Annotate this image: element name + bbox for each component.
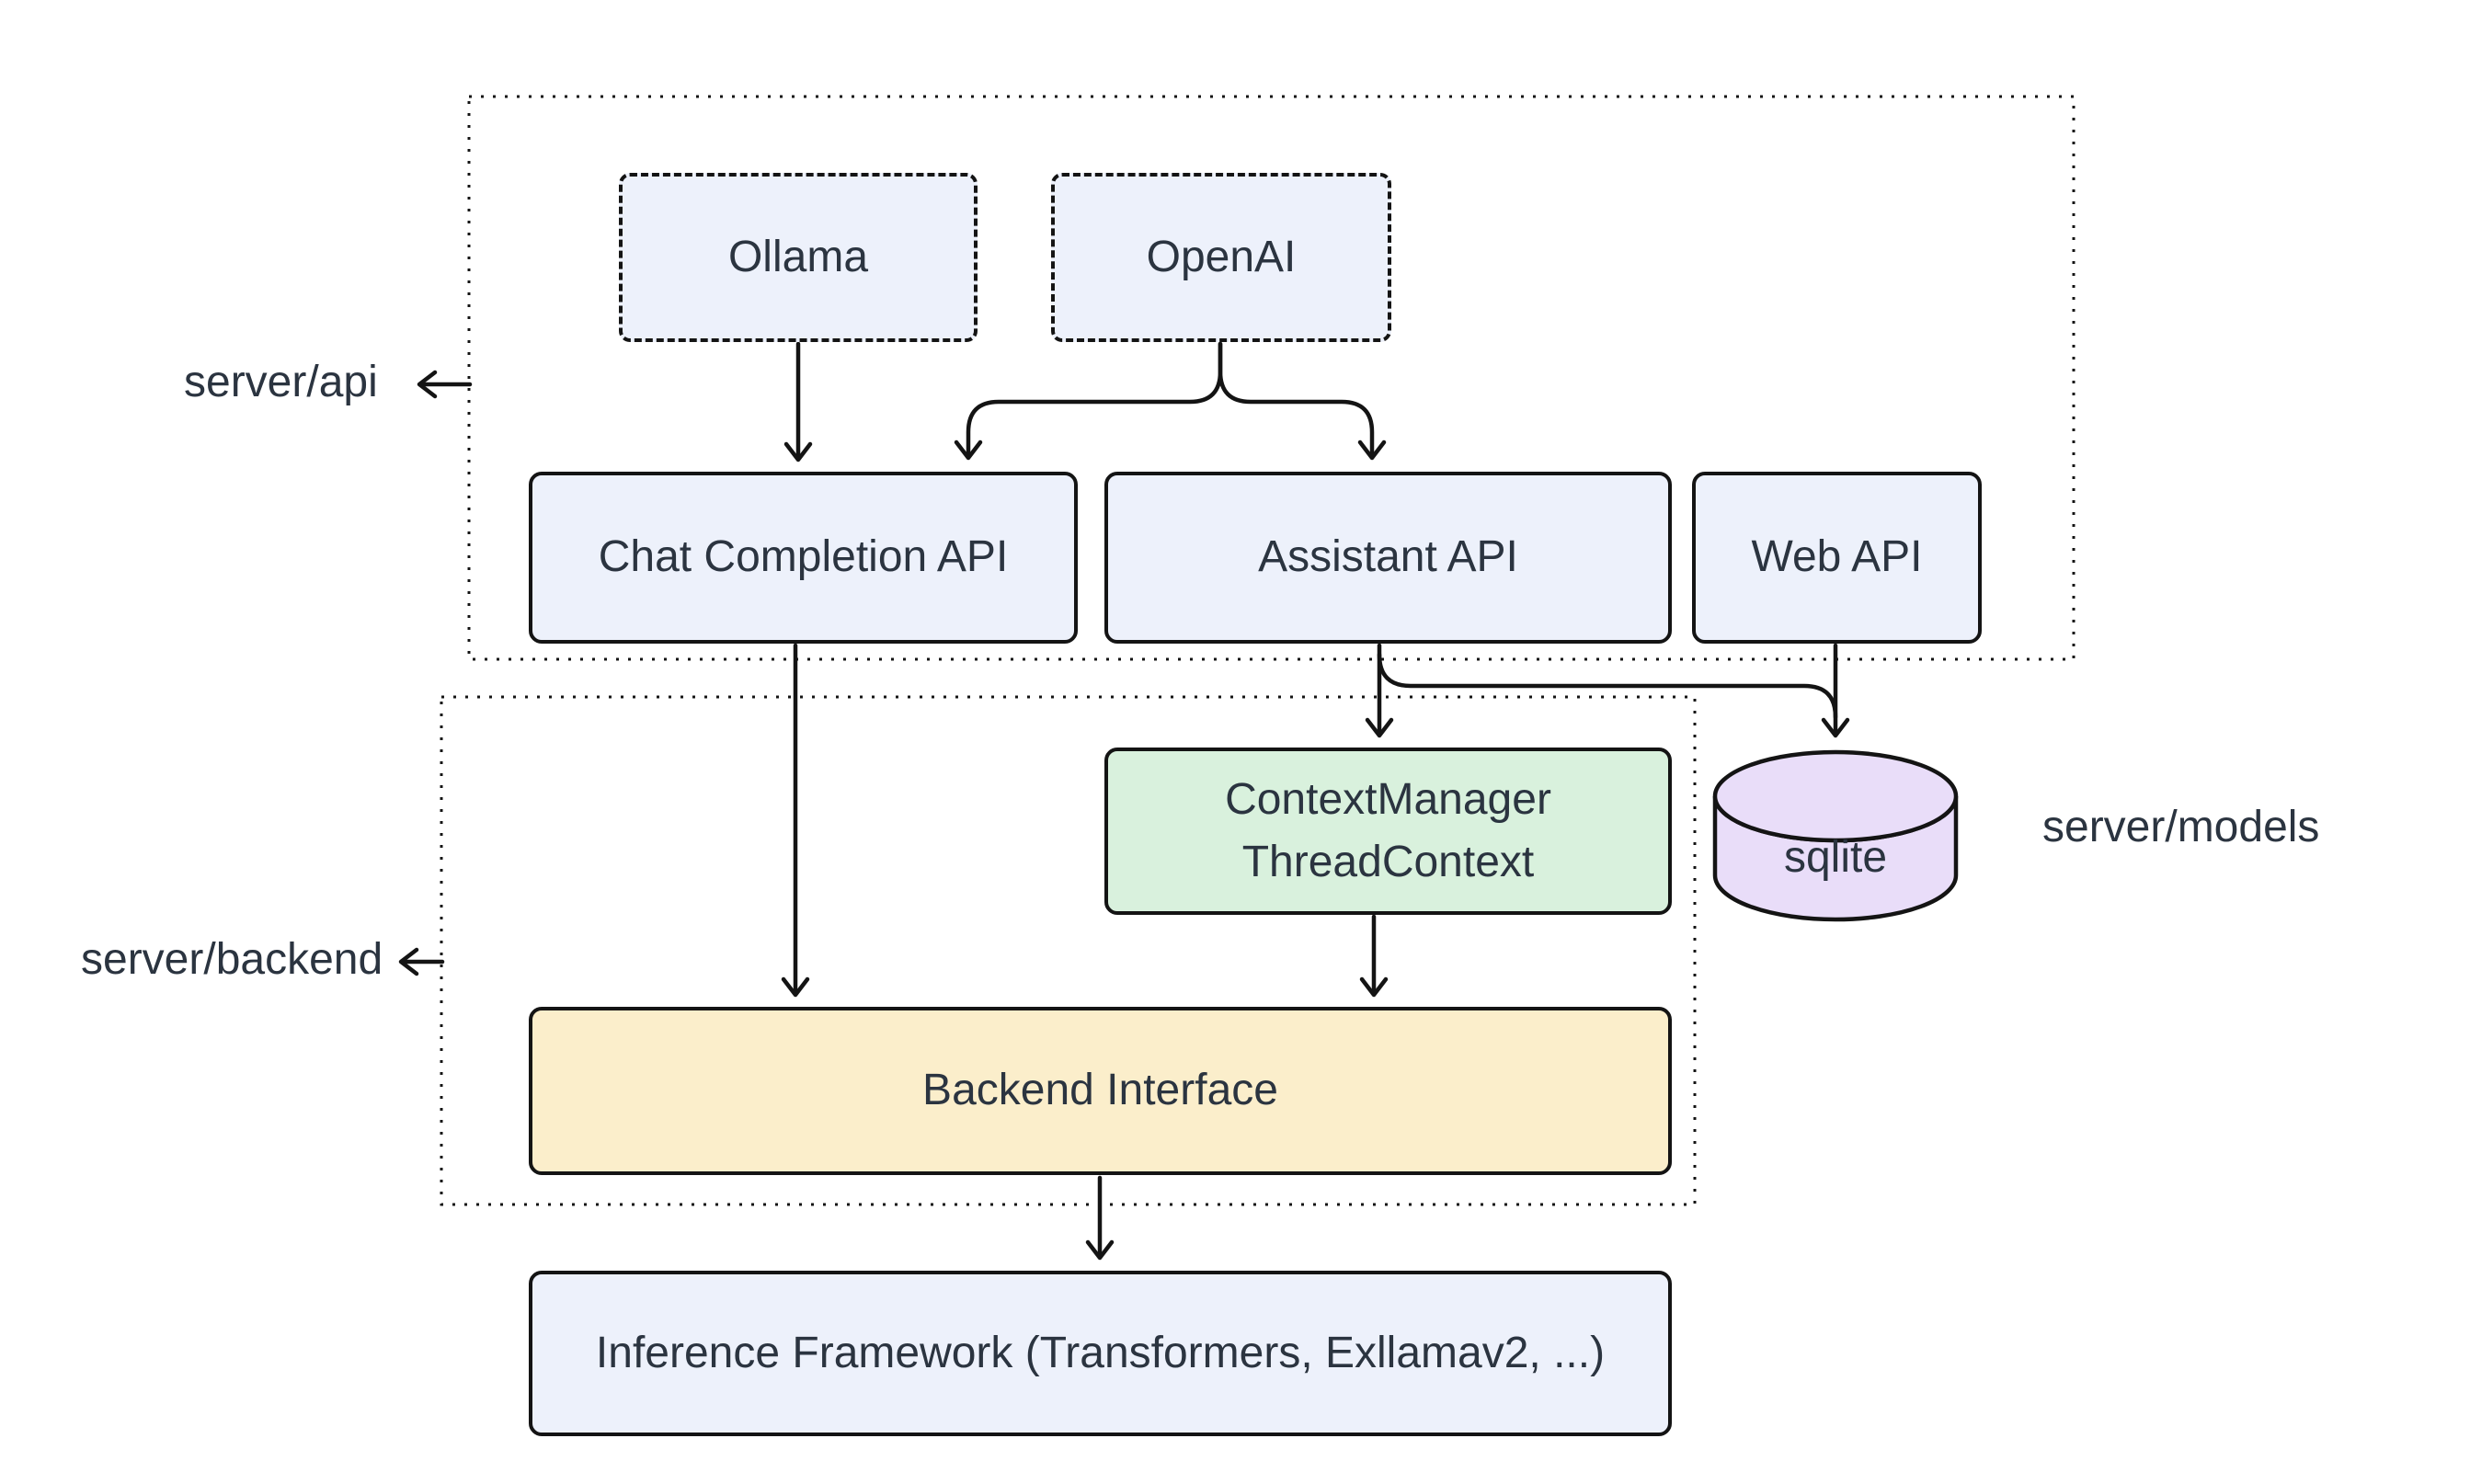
server-api-label: server/api: [184, 358, 378, 406]
edge-openai-to-chat-completion: [954, 341, 1223, 461]
node-web-api-label: Web API: [1751, 532, 1923, 582]
sqlite-cylinder-top: [1712, 749, 1959, 843]
server-backend-label: server/backend: [81, 935, 383, 984]
server-backend-container: [440, 695, 1697, 1206]
node-assistant-api-label: Assistant API: [1258, 532, 1518, 582]
node-openai-label: OpenAI: [1146, 232, 1297, 281]
sqlite-cylinder: [1712, 749, 1959, 922]
node-context-manager-label-line2: ThreadContext: [1241, 838, 1535, 886]
edge-assistant-to-sqlite-branch: [1377, 652, 1838, 720]
node-web-api: Web API: [1692, 472, 1982, 644]
node-ollama-label: Ollama: [727, 232, 869, 281]
node-context-manager-label-line1: ContextManager: [1225, 774, 1551, 824]
node-context-manager: ContextManager ThreadContext: [1104, 748, 1672, 915]
node-assistant-api: Assistant API: [1104, 472, 1672, 644]
node-backend-interface: Backend Interface: [529, 1007, 1672, 1175]
node-chat-completion-api-label: Chat Completion API: [598, 532, 1009, 582]
server-models-label: server/models: [2042, 803, 2320, 851]
server-api-container: [467, 95, 2075, 661]
node-inference-framework: Inference Framework (Transformers, Exlla…: [529, 1271, 1672, 1436]
node-chat-completion-api: Chat Completion API: [529, 472, 1078, 644]
node-openai: OpenAI: [1051, 173, 1391, 342]
node-backend-interface-label: Backend Interface: [922, 1066, 1278, 1115]
edge-openai-to-assistant: [1218, 341, 1387, 461]
node-sqlite-label: sqlite: [1783, 833, 1888, 882]
node-ollama: Ollama: [619, 173, 978, 342]
node-inference-framework-label: Inference Framework (Transformers, Exlla…: [595, 1328, 1606, 1377]
